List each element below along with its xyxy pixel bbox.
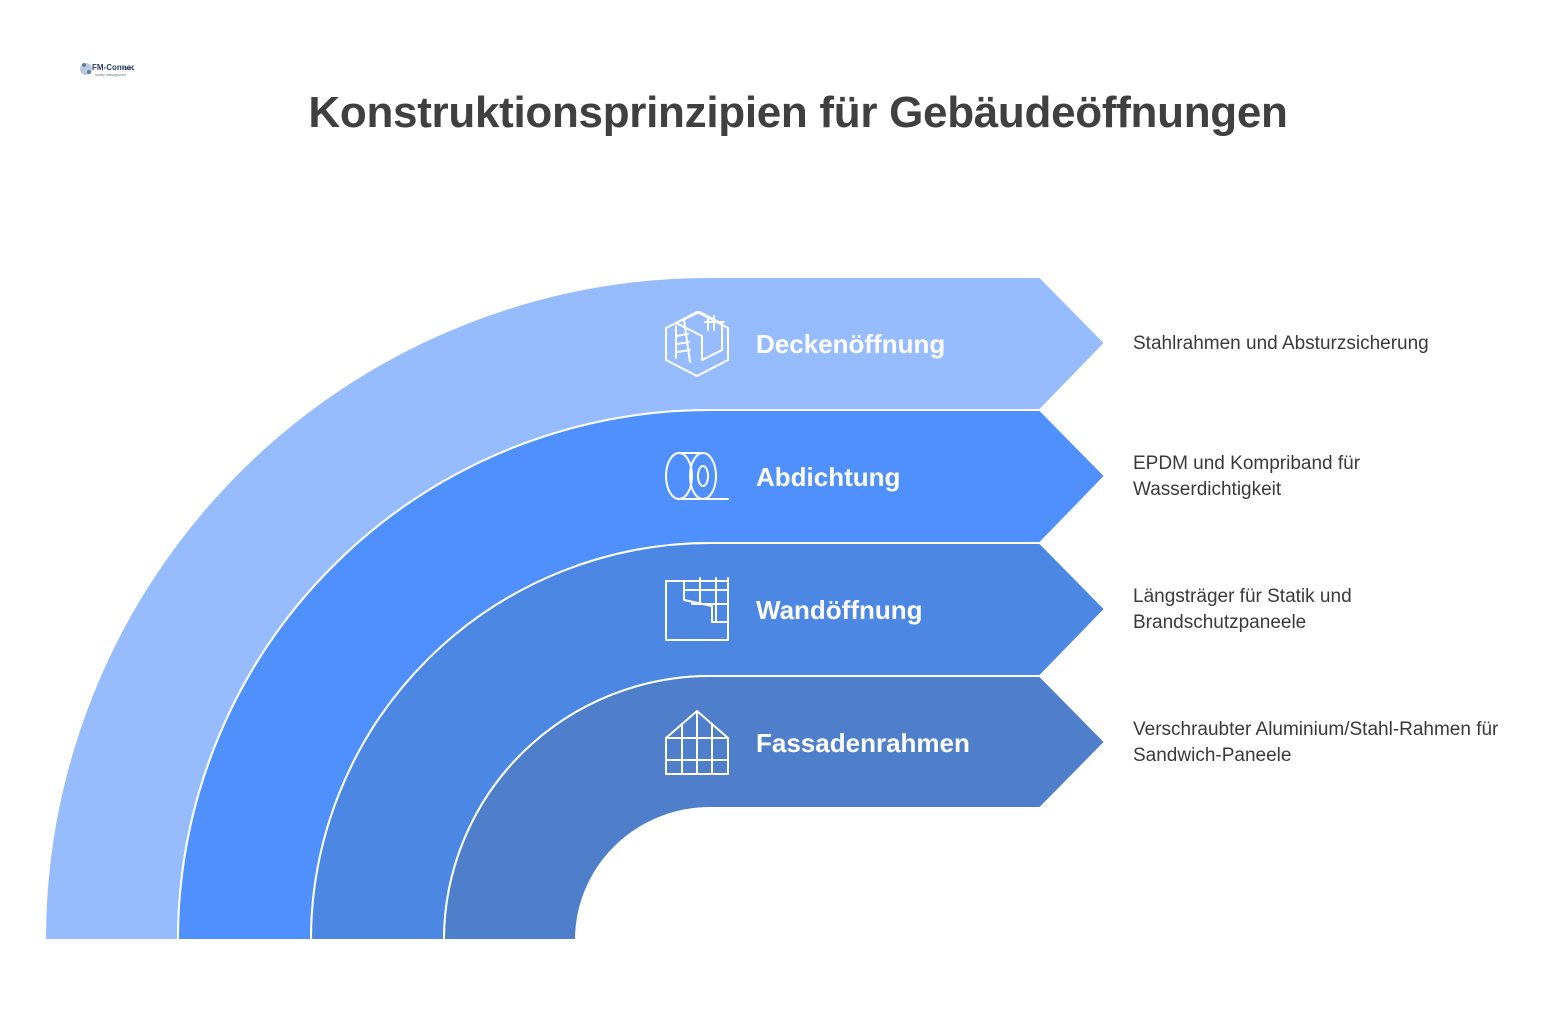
step-label-abdichtung: Abdichtung — [756, 462, 900, 492]
ladder-opening-icon — [665, 311, 729, 377]
greenhouse-frame-icon — [665, 710, 729, 775]
step-description-wandoeffnung: Längsträger für Statik und Brandschutzpa… — [1133, 586, 1352, 633]
logo-subtext: .com — [122, 66, 133, 72]
step-description-deckenoeffnung: Stahlrahmen und Absturzsicherung — [1133, 333, 1429, 354]
step-label-fassadenrahmen: Fassadenrahmen — [756, 728, 970, 758]
step-label-deckenoeffnung: Deckenöffnung — [756, 329, 945, 359]
step-description-abdichtung: EPDM und Kompriband für Wasserdichtigkei… — [1133, 453, 1361, 500]
company-logo: FM-Connect .com facility management — [78, 55, 134, 83]
logo-tagline: facility management — [95, 73, 126, 77]
band-fassadenrahmen — [442, 675, 1107, 941]
logo-mark: FM-Connect .com facility management — [80, 63, 134, 77]
logo-text: FM-Connect — [92, 63, 134, 72]
step-label-wandoeffnung: Wandöffnung — [756, 595, 923, 625]
step-description-fassadenrahmen: Verschraubter Aluminium/Stahl-Rahmen für… — [1133, 719, 1499, 766]
tape-roll-icon — [665, 452, 729, 500]
page-title: Konstruktionsprinzipien für Gebäudeöffnu… — [308, 88, 1288, 137]
wall-grid-icon — [665, 577, 729, 641]
